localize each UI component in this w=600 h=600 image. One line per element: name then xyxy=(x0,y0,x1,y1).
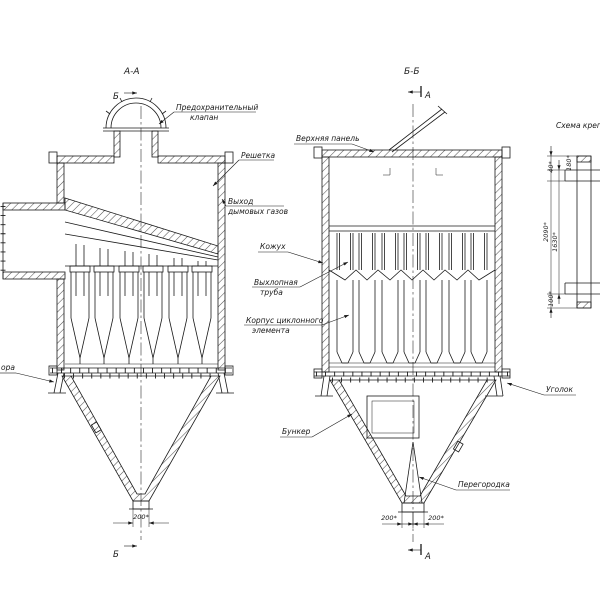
dimension-spout-left: 200* xyxy=(113,509,169,527)
label-gas-exit: Выход дымовых газов xyxy=(221,197,288,216)
label-hopper: Бункер xyxy=(280,413,353,438)
right-view-section-bb: Б-Б А xyxy=(244,67,576,562)
hopper-right xyxy=(329,377,497,513)
bottom-flange-right xyxy=(313,368,511,379)
section-title-bb: Б-Б xyxy=(404,67,420,77)
section-marker-b-bottom: Б xyxy=(113,544,137,560)
section-marker-b-top: Б xyxy=(113,91,137,102)
cyclone-elements-right xyxy=(328,225,496,368)
left-view-section-aa: А-А Б xyxy=(0,67,288,560)
label-grate: Решетка xyxy=(212,151,276,187)
dim-2090: 2090* xyxy=(542,221,550,242)
mounting-scheme: Схема крепления 40* 180* xyxy=(542,121,600,318)
section-title-aa: А-А xyxy=(123,67,140,77)
dim-100: 100* xyxy=(547,290,555,306)
svg-text:дымовых газов: дымовых газов xyxy=(227,207,288,216)
bottom-flange-left xyxy=(48,365,234,376)
collector-body-right xyxy=(321,156,503,373)
hopper-access-hatch xyxy=(366,395,420,439)
cyclone-elements-left xyxy=(65,265,218,365)
label-exhaust-pipe: Выхлопная труба xyxy=(252,261,349,297)
label-top-panel: Верхняя панель xyxy=(294,134,375,153)
section-marker-a-bottom-label: А xyxy=(424,552,431,562)
section-marker-a-bottom: А xyxy=(408,544,431,562)
support-legs-right xyxy=(315,375,504,397)
dim-1630: 1630* xyxy=(551,231,559,252)
svg-text:Выход: Выход xyxy=(228,197,253,206)
label-angle: Уголок xyxy=(506,382,576,396)
svg-text:клапан: клапан xyxy=(190,113,218,122)
svg-text:Решетка: Решетка xyxy=(241,151,276,160)
label-partition: Перегородка xyxy=(418,476,510,491)
dim-200-right-b: 200* xyxy=(428,514,444,522)
dim-180: 180* xyxy=(565,154,573,170)
section-marker-a-top-label: А xyxy=(424,91,431,101)
svg-text:Корпус циклонного: Корпус циклонного xyxy=(246,316,324,325)
svg-text:элемента: элемента xyxy=(252,326,290,335)
section-marker-b-top-label: Б xyxy=(113,92,119,102)
label-casing: Кожух xyxy=(258,242,324,264)
svg-text:ора: ора xyxy=(1,363,15,372)
svg-text:Выхлопная: Выхлопная xyxy=(254,278,298,287)
hopper-left xyxy=(61,373,221,510)
tube-seat-zigzag xyxy=(328,269,496,281)
label-support-fragment: ора xyxy=(0,363,55,383)
dim-200-left-view: 200* xyxy=(133,513,149,521)
scheme-member xyxy=(564,155,600,309)
dim-40: 40* xyxy=(547,160,555,172)
dimension-spout-right: 200* 200* xyxy=(381,512,445,528)
distribution-grate xyxy=(64,197,219,267)
label-cyclone-body: Корпус циклонного элемента xyxy=(244,314,350,335)
svg-text:Предохранительный: Предохранительный xyxy=(176,103,258,112)
label-safety-valve: Предохранительный клапан xyxy=(158,103,258,125)
svg-text:труба: труба xyxy=(260,288,283,297)
safety-valve xyxy=(103,97,169,158)
svg-text:Уголок: Уголок xyxy=(546,385,573,394)
svg-text:Кожух: Кожух xyxy=(260,242,286,251)
hopper-partition xyxy=(403,441,423,504)
scheme-title: Схема крепления xyxy=(556,121,600,130)
top-panel xyxy=(313,105,511,159)
section-marker-b-bottom-label: Б xyxy=(113,550,119,560)
svg-text:Бункер: Бункер xyxy=(282,427,311,436)
svg-text:Перегородка: Перегородка xyxy=(458,480,510,489)
collector-body-left xyxy=(48,151,234,371)
dim-200-right-a: 200* xyxy=(381,514,397,522)
scheme-dimensions: 40* 180* 2090* 1630* 100* xyxy=(542,146,591,318)
section-marker-a-top: А xyxy=(408,86,431,101)
inlet-duct xyxy=(0,202,66,280)
svg-text:Верхняя панель: Верхняя панель xyxy=(296,134,360,143)
